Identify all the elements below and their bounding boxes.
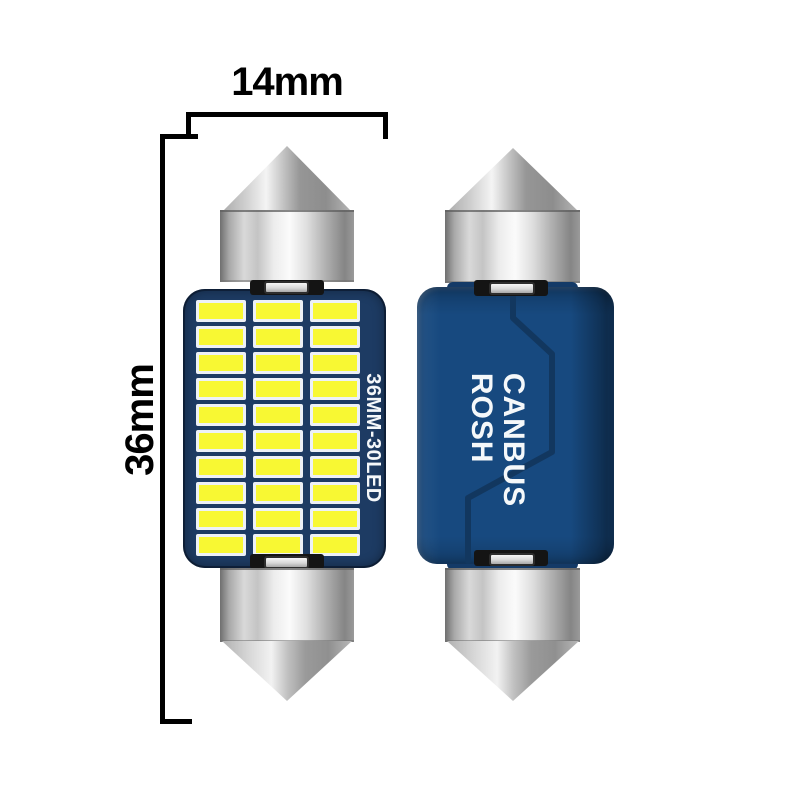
led-chip [253,534,303,556]
led-chip [196,482,246,504]
led-chip [196,326,246,348]
top-end-cap-cylinder [220,210,354,282]
led-chip [253,482,303,504]
pcb-marking-label: CANBUS ROSH [465,372,530,508]
led-chip [196,430,246,452]
led-chip [253,430,303,452]
height-bracket-top-tick [160,134,198,139]
led-chip [253,352,303,374]
led-chip [253,326,303,348]
led-chip [253,378,303,400]
led-chip [310,508,360,530]
led-chip [196,300,246,322]
contact-tab-bottom [489,553,535,566]
height-bracket-line [160,134,165,724]
canbus-label: CANBUS [496,372,530,508]
led-chip [310,352,360,374]
led-chip [196,508,246,530]
led-chip [310,404,360,426]
top-end-cap-cylinder [445,210,580,283]
top-end-cap-cone [447,148,579,212]
led-chip [310,456,360,478]
width-bracket-left-tick [186,112,191,139]
model-number-label: 36MM-30LED [362,373,384,503]
led-chip [310,430,360,452]
width-dimension-label: 14mm [231,60,344,104]
rosh-label: ROSH [465,372,498,464]
bottom-end-cap-cone [447,641,579,701]
led-chip [253,456,303,478]
led-chip [196,404,246,426]
led-chip [196,378,246,400]
led-chip [253,404,303,426]
led-chip [310,300,360,322]
contact-tab-top [264,281,309,294]
led-chip [196,456,246,478]
width-bracket-right-tick [383,112,388,139]
top-end-cap-cone [222,146,352,212]
bottom-end-cap-cylinder [445,568,580,642]
width-bracket-line [186,112,388,117]
height-bracket-bottom-tick [160,719,192,724]
bottom-end-cap-cylinder [220,568,354,642]
led-chip [196,534,246,556]
led-chip [310,534,360,556]
led-chip [253,300,303,322]
led-grid [196,300,360,556]
height-dimension-label: 36mm [118,364,162,476]
led-chip [196,352,246,374]
led-chip [253,508,303,530]
led-chip [310,326,360,348]
led-chip [310,482,360,504]
contact-tab-top [489,282,535,295]
bottom-end-cap-cone [222,641,352,701]
led-chip [310,378,360,400]
